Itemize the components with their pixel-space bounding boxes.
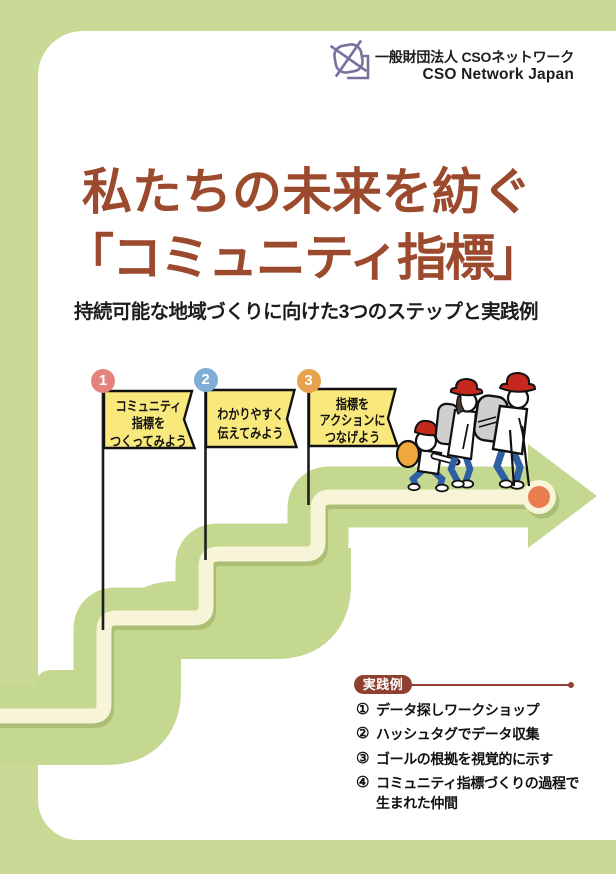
child-shoe-back <box>407 482 421 492</box>
step-flag-label-1: コミュニティ 指標を つくってみよう <box>104 398 192 451</box>
woman-arm <box>462 423 469 450</box>
step-flag-3 <box>307 387 400 448</box>
flag3-line2: アクションに <box>319 413 385 429</box>
man-pole-2 <box>508 429 516 487</box>
step-flags <box>102 387 400 450</box>
hikers-illustration <box>395 371 537 493</box>
man-leg-front <box>510 451 524 483</box>
hiker-woman <box>434 377 484 489</box>
hiker-man <box>473 371 537 490</box>
flag3-line3: つなげよう <box>324 429 380 445</box>
examples-heading-line <box>412 684 569 686</box>
flag3-line1: 指標を <box>335 397 369 412</box>
step-number-2: 2 <box>193 368 218 392</box>
white-channel-end <box>39 600 73 668</box>
flag1-line1: コミュニティ <box>115 398 181 414</box>
examples-list: ① データ探しワークショップ ② ハッシュタグでデータ収集 ③ ゴールの根拠を視… <box>356 700 580 818</box>
step-number-1: 1 <box>91 369 115 393</box>
example-text-3: ゴールの根拠を視覚的に示す <box>376 750 553 767</box>
cover-subtitle: 持続可能な地域づくりに向けた3つのステップと実践例 <box>74 301 538 323</box>
woman-leg-front <box>462 455 474 483</box>
step-flag-2 <box>204 388 299 449</box>
example-item-4: ④ コミュニティ指標づくりの過程で 生まれた仲間 <box>356 773 580 814</box>
examples-heading-pill: 実践例 <box>354 675 412 694</box>
example-num-4: ④ <box>356 773 370 791</box>
example-num-3: ③ <box>356 749 370 767</box>
step-flag-label-3: 指標を アクションに つなげよう <box>308 397 396 446</box>
step-number-3: 3 <box>296 369 321 393</box>
flag1-line3: つくってみよう <box>109 434 187 450</box>
example-text-4-line2: 生まれた仲間 <box>376 795 458 812</box>
cover-title-line2: 「コミュニティ指標」 <box>64 230 543 286</box>
example-text-2: ハッシュタグでデータ収集 <box>376 726 540 743</box>
child-backpack <box>395 439 421 469</box>
road-line <box>0 489 540 724</box>
flag1-line2: 指標を <box>131 416 165 432</box>
woman-hair <box>455 395 465 415</box>
woman-hat <box>449 377 484 397</box>
man-shoe-back <box>498 479 514 489</box>
man-backpack-stripe1 <box>477 416 497 423</box>
example-text-4-line1: コミュニティ指標づくりの過程で <box>376 774 580 791</box>
child-cap <box>413 419 444 437</box>
man-leg-back <box>493 449 510 483</box>
arrow-head <box>528 444 597 548</box>
example-text-4: コミュニティ指標づくりの過程で 生まれた仲間 <box>376 773 580 814</box>
step-flag-label-2: わかりやすく 伝えてみよう <box>206 405 294 443</box>
logo-text-block: 一般財団法人 CSOネットワーク CSO Network Japan <box>375 48 574 84</box>
logo-org-en: CSO Network Japan <box>422 66 574 83</box>
man-backpack-stripe2 <box>478 421 498 428</box>
woman-leg-back <box>447 453 461 484</box>
example-item-1: ① データ探しワークショップ <box>356 700 579 720</box>
flag2-line2: 伝えてみよう <box>217 425 283 441</box>
man-pole-1 <box>520 425 531 487</box>
cover-title-line1: 私たちの未来を紡ぐ <box>82 164 532 220</box>
step-flag-1 <box>102 389 197 450</box>
child-shoe-front <box>435 483 449 493</box>
woman-shoe-back <box>451 479 465 489</box>
examples-heading-line-dot <box>568 682 574 688</box>
man-hat <box>498 371 537 393</box>
hiker-child <box>395 419 461 493</box>
cso-logo-icon <box>329 39 370 80</box>
example-num-1: ① <box>356 701 370 718</box>
goal-dot <box>528 486 550 508</box>
example-item-2: ② ハッシュタグでデータ収集 <box>356 724 579 744</box>
example-text-1: データ探しワークショップ <box>376 702 540 718</box>
logo-org-ja: 一般財団法人 CSOネットワーク <box>374 49 574 65</box>
example-num-2: ② <box>356 725 370 743</box>
example-item-3: ③ ゴールの根拠を視覚的に示す <box>356 749 579 769</box>
flag2-line1: わかりやすく <box>216 406 284 422</box>
